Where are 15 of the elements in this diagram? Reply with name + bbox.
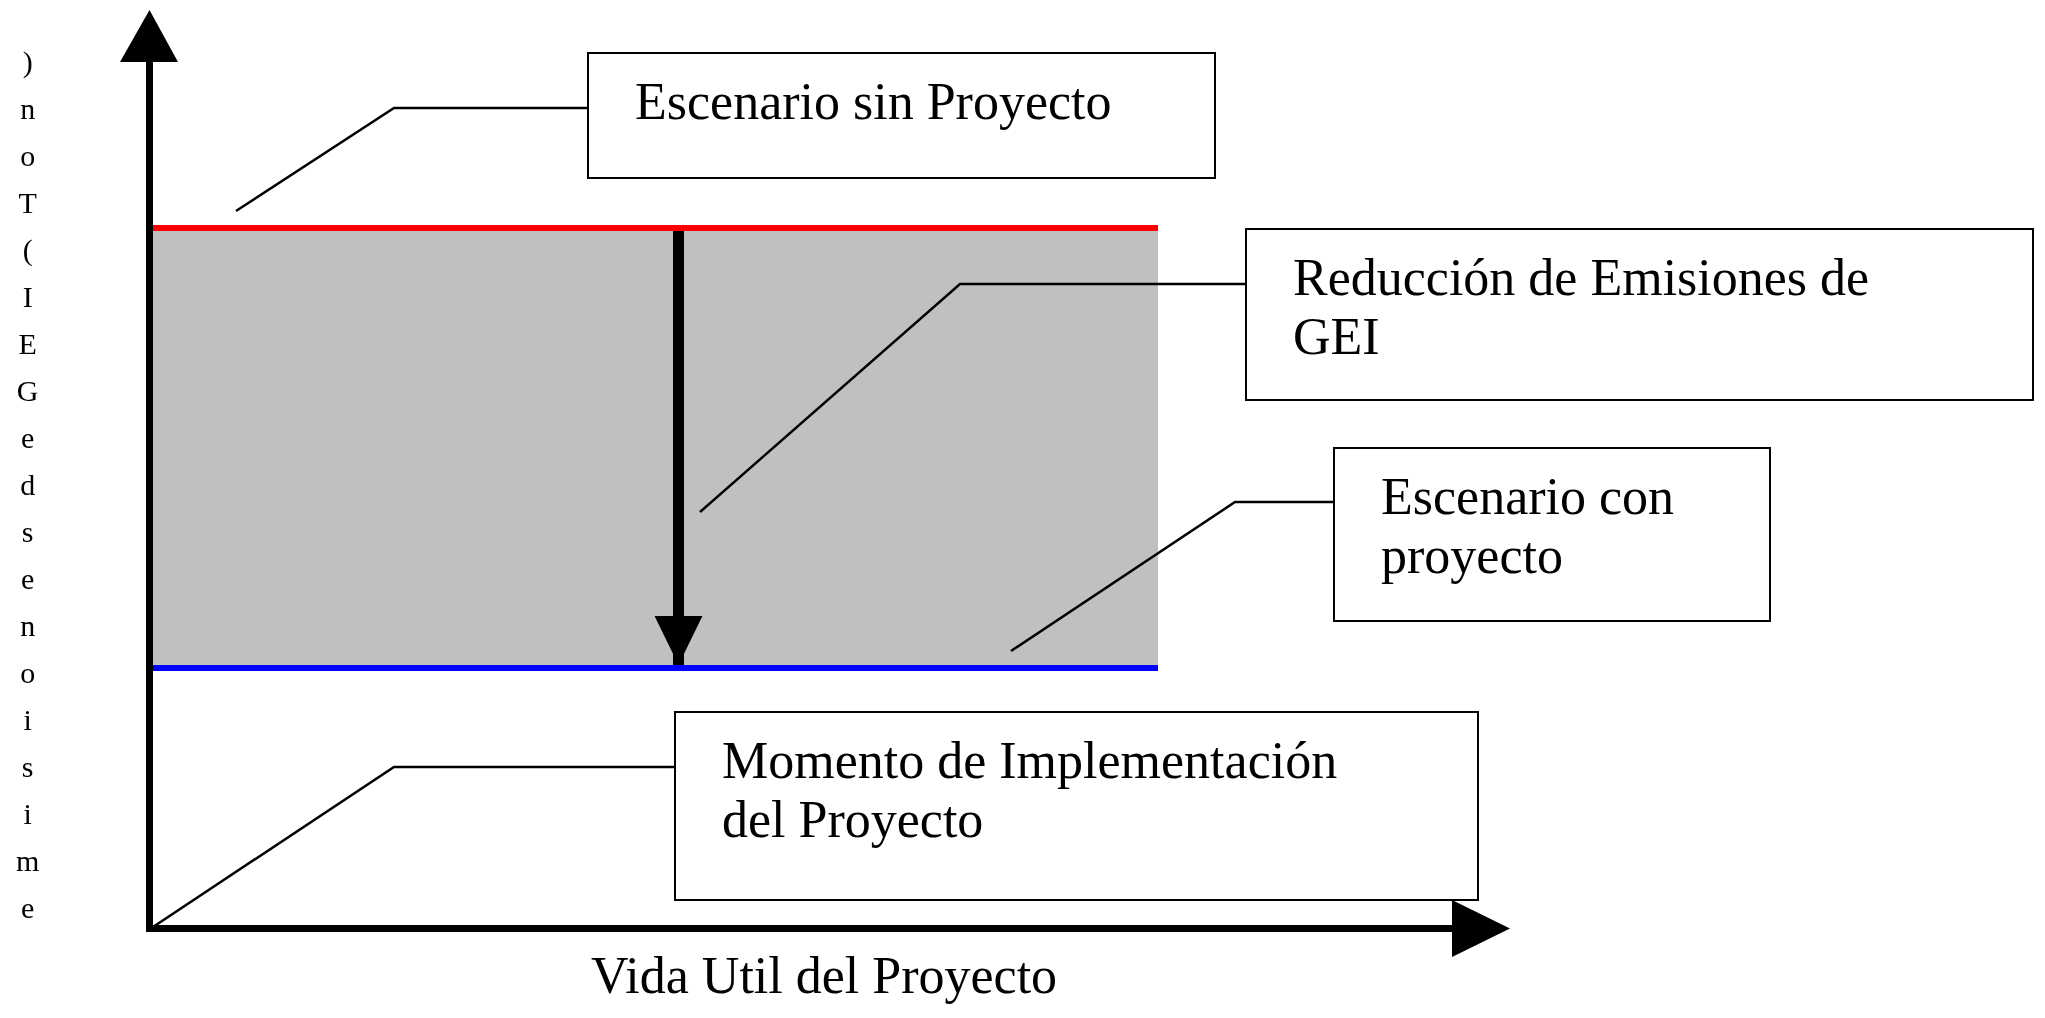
callout-text: Reducción de Emisiones de GEI [1293, 248, 1871, 367]
callout-text: Escenario sin Proyecto [635, 72, 1113, 132]
callout-text: Momento de Implementación del Proyecto [722, 731, 1339, 850]
callout-box [1245, 228, 2034, 401]
callout-box [674, 711, 1479, 901]
callout-text: Escenario con proyecto [1381, 467, 1676, 586]
callout-box [1333, 447, 1771, 622]
leader-line [1010, 500, 1333, 653]
y-axis-label: )noT(IEGedsenoisime [16, 44, 40, 926]
y-axis [120, 10, 178, 932]
leader-line [699, 282, 1245, 513]
x-axis-label: Vida Util del Proyecto [590, 946, 1058, 1005]
down-arrow [654, 231, 703, 665]
callout-box [587, 52, 1216, 179]
leader-line [235, 106, 587, 213]
